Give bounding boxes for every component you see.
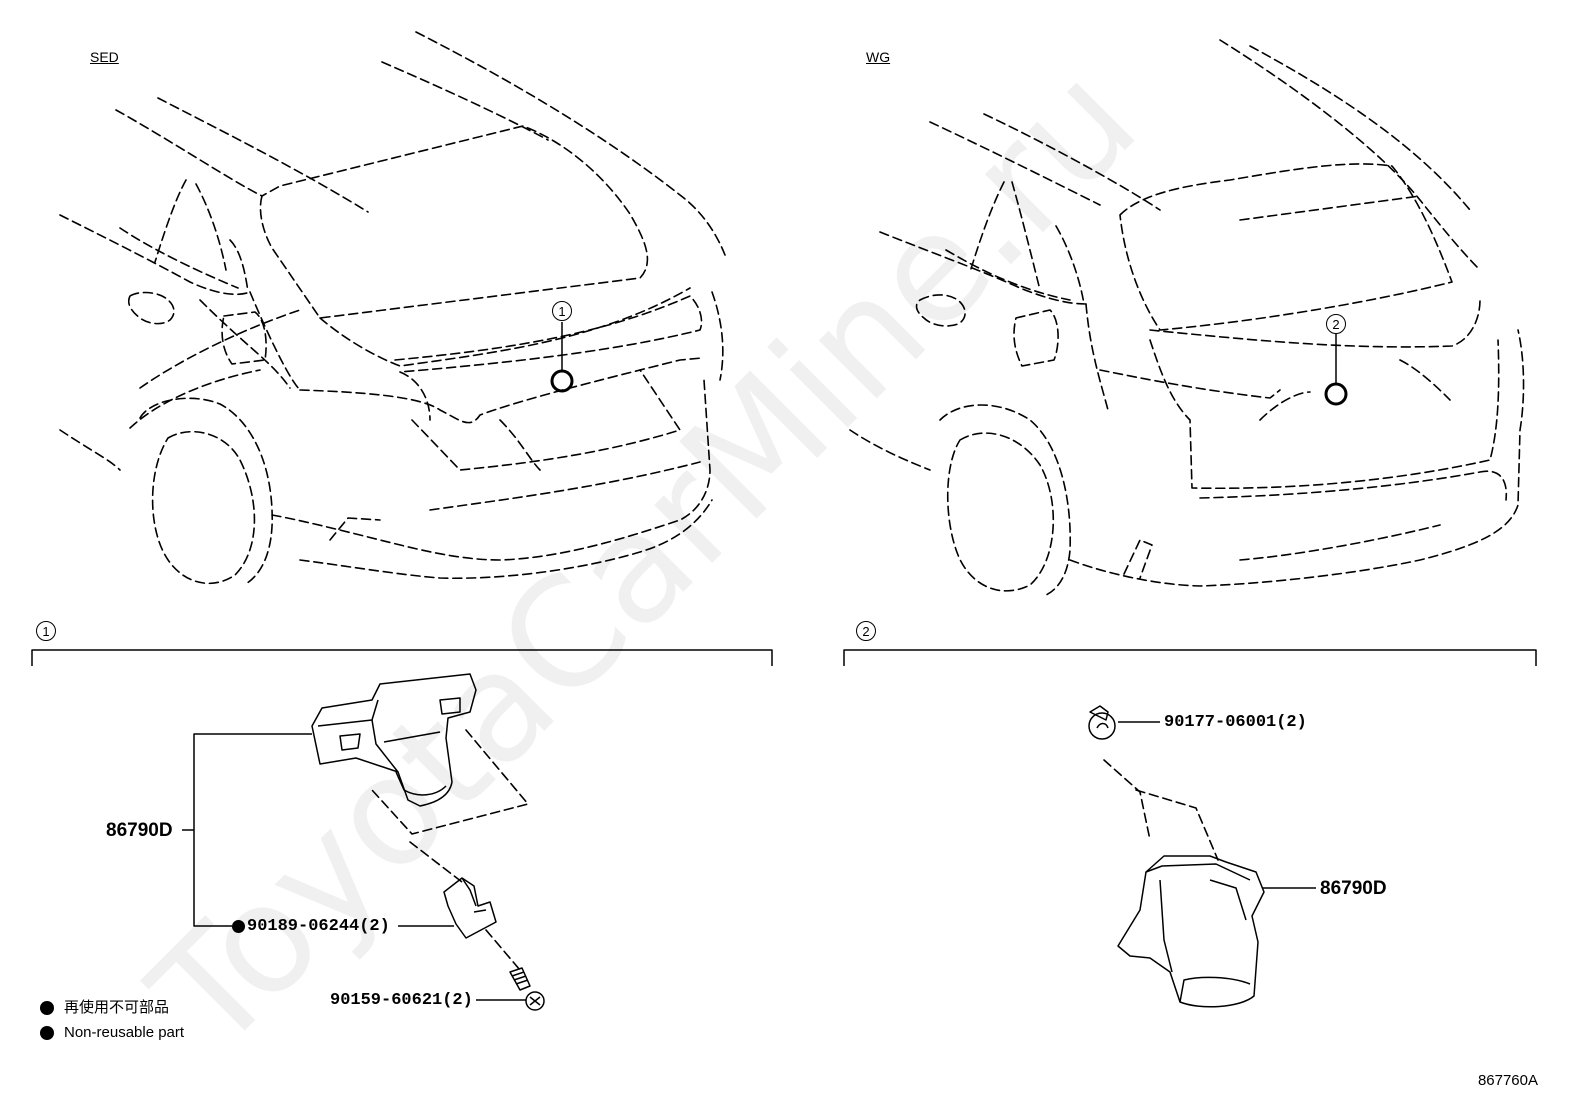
wagon-clip-shape bbox=[1088, 705, 1116, 740]
section-bracket-2 bbox=[843, 649, 1537, 666]
variant-label-wagon: WG bbox=[866, 49, 891, 65]
non-reusable-dot-icon bbox=[232, 920, 245, 933]
wagon-camera-body bbox=[1117, 855, 1265, 1008]
sedan-car-outline bbox=[59, 31, 726, 586]
section-bracket-1 bbox=[31, 649, 773, 666]
sedan-camera-assembly-dashes bbox=[371, 729, 529, 971]
part-number-sed-screw[interactable]: 90159-60621(2) bbox=[330, 991, 473, 1010]
legend-english: Non-reusable part bbox=[40, 1025, 184, 1040]
sedan-camera-body bbox=[311, 673, 477, 807]
sedan-clip-shape bbox=[443, 877, 497, 939]
non-reusable-dot-icon bbox=[40, 1025, 54, 1040]
legend-japanese: 再使用不可部品 bbox=[40, 1000, 169, 1015]
leader-86790D-sed bbox=[193, 733, 312, 830]
wagon-location-marker bbox=[1324, 382, 1348, 406]
callout-number-2: 2 bbox=[1326, 314, 1346, 334]
part-number-sed-clip[interactable]: 90189-06244(2) bbox=[232, 918, 390, 935]
part-number-sed-clip-text: 90189-06244(2) bbox=[247, 917, 390, 936]
part-number-sed-camera[interactable]: 86790D bbox=[106, 820, 173, 841]
sedan-screw-shape bbox=[509, 967, 545, 1011]
wagon-camera-assembly-dashes bbox=[1103, 759, 1219, 861]
variant-label-sedan: SED bbox=[90, 49, 119, 65]
non-reusable-dot-icon bbox=[40, 1000, 54, 1015]
legend-japanese-text: 再使用不可部品 bbox=[64, 999, 170, 1016]
wagon-car-outline bbox=[849, 39, 1525, 597]
illustration-code: 867760A bbox=[1477, 1072, 1538, 1089]
sedan-location-marker bbox=[550, 369, 574, 393]
section-number-1: 1 bbox=[36, 621, 56, 641]
callout-number-1: 1 bbox=[552, 301, 572, 321]
part-number-wg-camera[interactable]: 86790D bbox=[1320, 878, 1387, 899]
part-number-wg-clip[interactable]: 90177-06001(2) bbox=[1164, 713, 1307, 732]
legend-english-text: Non-reusable part bbox=[64, 1024, 185, 1041]
section-number-2: 2 bbox=[856, 621, 876, 641]
